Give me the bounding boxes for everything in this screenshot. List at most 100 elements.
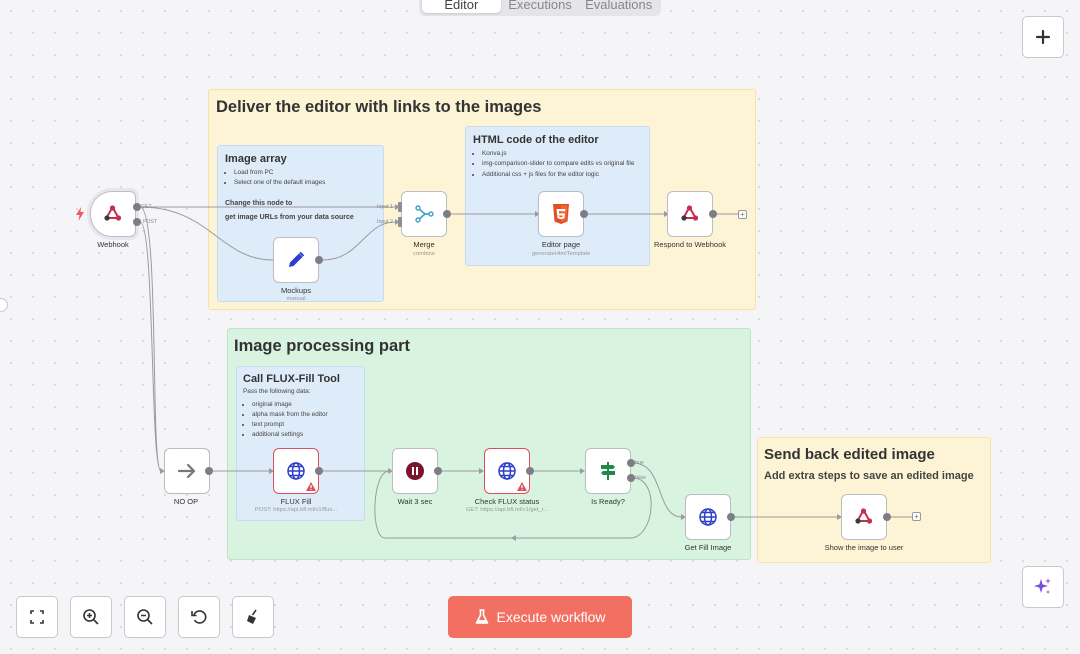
webhook-get-handle[interactable] xyxy=(133,203,141,211)
getfill-out-handle[interactable] xyxy=(727,513,735,521)
node-merge-sub: combine xyxy=(413,251,435,257)
list-item: Konva.js xyxy=(482,149,638,159)
check-out-handle[interactable] xyxy=(526,467,534,475)
signpost-icon xyxy=(601,462,615,480)
sticky-html-title: HTML code of the editor xyxy=(473,134,599,146)
tidy-up-button[interactable] xyxy=(232,596,274,638)
connection-ready-false-loop xyxy=(374,470,652,539)
port-label-false: false xyxy=(635,475,646,481)
fit-view-icon xyxy=(30,610,44,624)
reset-zoom-button[interactable] xyxy=(178,596,220,638)
node-editor-page[interactable] xyxy=(538,191,584,237)
sticky-send-title: Send back edited image xyxy=(764,446,935,463)
mockups-out-handle[interactable] xyxy=(315,256,323,264)
tab-editor[interactable]: Editor xyxy=(422,0,501,13)
node-check-label: Check FLUX status xyxy=(474,497,540,506)
zoom-in-button[interactable] xyxy=(70,596,112,638)
ready-true-handle[interactable] xyxy=(627,459,635,467)
list-item: img-comparison-slider to compare edits v… xyxy=(482,160,638,169)
merge-out-handle[interactable] xyxy=(443,210,451,218)
broom-icon xyxy=(247,609,257,624)
warning-icon xyxy=(517,482,527,491)
zoom-out-icon xyxy=(137,609,153,625)
noop-out-handle[interactable] xyxy=(205,467,213,475)
port-label-true: true xyxy=(635,460,644,466)
node-editor-page-sub: generateHtmlTemplate xyxy=(531,251,591,257)
webhook-icon xyxy=(855,508,873,524)
plus-icon xyxy=(1035,29,1051,45)
add-after-show-button[interactable]: + xyxy=(912,512,921,521)
node-flux-fill[interactable] xyxy=(273,448,319,494)
undo-icon xyxy=(191,610,207,624)
list-item: original image xyxy=(252,400,358,410)
node-flux-fill-label: FLUX Fill xyxy=(280,497,312,506)
sticky-delivery-title: Deliver the editor with links to the ima… xyxy=(216,98,542,116)
node-merge[interactable] xyxy=(401,191,447,237)
respond-out-handle[interactable] xyxy=(709,210,717,218)
view-tabs: Editor Executions Evaluations xyxy=(419,0,661,16)
html5-icon xyxy=(553,204,569,224)
flux-out-handle[interactable] xyxy=(315,467,323,475)
sticky-image-array-line1: Change this node to xyxy=(225,200,293,207)
node-noop[interactable] xyxy=(164,448,210,494)
port-label-input1: Input 1 xyxy=(377,204,393,210)
show-out-handle[interactable] xyxy=(883,513,891,521)
list-item: Load from PC xyxy=(234,168,375,178)
sparkle-icon xyxy=(1034,578,1051,594)
webhook-post-handle[interactable] xyxy=(133,218,141,226)
node-webhook[interactable] xyxy=(90,191,136,237)
trigger-bolt-icon xyxy=(76,207,84,221)
ready-false-handle[interactable] xyxy=(627,474,635,482)
merge-input1-handle[interactable] xyxy=(398,202,402,212)
node-mockups-sub: manual xyxy=(286,296,306,302)
node-check-status[interactable] xyxy=(484,448,530,494)
warning-icon xyxy=(306,482,316,491)
ai-assistant-button[interactable] xyxy=(1022,566,1064,608)
execute-workflow-button[interactable]: Execute workflow xyxy=(448,596,632,638)
node-show-label: Show the image to user xyxy=(824,543,904,552)
editor-out-handle[interactable] xyxy=(580,210,588,218)
list-item: additional settings xyxy=(252,430,358,440)
node-wait-label: Wait 3 sec xyxy=(397,497,433,506)
tab-executions[interactable]: Executions xyxy=(508,0,572,12)
node-ready-label: Is Ready? xyxy=(591,497,625,506)
sticky-flux-list: original image alpha mask from the edito… xyxy=(243,400,358,440)
connection-ready-true-getfill xyxy=(632,462,683,518)
tab-evaluations[interactable]: Evaluations xyxy=(585,0,653,12)
sticky-image-array[interactable]: Image array Load from PC Select one of t… xyxy=(217,145,384,302)
sticky-image-array-title: Image array xyxy=(225,153,287,165)
globe-icon xyxy=(498,462,516,480)
list-item: Additional css + js files for the editor… xyxy=(482,170,638,180)
sticky-flux-title: Call FLUX-Fill Tool xyxy=(243,373,340,385)
zoom-out-button[interactable] xyxy=(124,596,166,638)
node-flux-fill-sub: POST: https://api.bfl.ml/v1/flux... xyxy=(254,507,338,513)
fit-view-button[interactable] xyxy=(16,596,58,638)
webhook-icon xyxy=(681,205,699,221)
sticky-flux-intro: Pass the following data: xyxy=(243,388,311,395)
connection-webhook-get-mockups xyxy=(139,206,274,261)
node-webhook-label: Webhook xyxy=(97,240,129,249)
node-is-ready[interactable] xyxy=(585,448,631,494)
node-merge-label: Merge xyxy=(413,240,435,249)
globe-icon xyxy=(287,462,305,480)
node-show-image[interactable] xyxy=(841,494,887,540)
pause-icon xyxy=(406,462,424,480)
sticky-flux[interactable]: Call FLUX-Fill Tool Pass the following d… xyxy=(236,366,365,521)
sticky-html-list: Konva.js img-comparison-slider to compar… xyxy=(473,149,638,180)
node-respond-webhook[interactable] xyxy=(667,191,713,237)
pencil-icon xyxy=(289,251,305,267)
node-mockups[interactable] xyxy=(273,237,319,283)
zoom-in-icon xyxy=(83,609,99,625)
add-node-button[interactable] xyxy=(1022,16,1064,58)
merge-input2-handle[interactable] xyxy=(398,217,402,227)
globe-icon xyxy=(699,508,717,526)
add-after-respond-button[interactable]: + xyxy=(738,210,747,219)
node-respond-label: Respond to Webhook xyxy=(654,240,726,249)
list-item: text prompt xyxy=(252,420,358,430)
node-check-sub: GET: https://api.bfl.ml/v1/get_r... xyxy=(465,507,549,513)
node-wait[interactable] xyxy=(392,448,438,494)
arrow-right-icon xyxy=(177,463,196,479)
wait-out-handle[interactable] xyxy=(434,467,442,475)
node-get-fill-image[interactable] xyxy=(685,494,731,540)
